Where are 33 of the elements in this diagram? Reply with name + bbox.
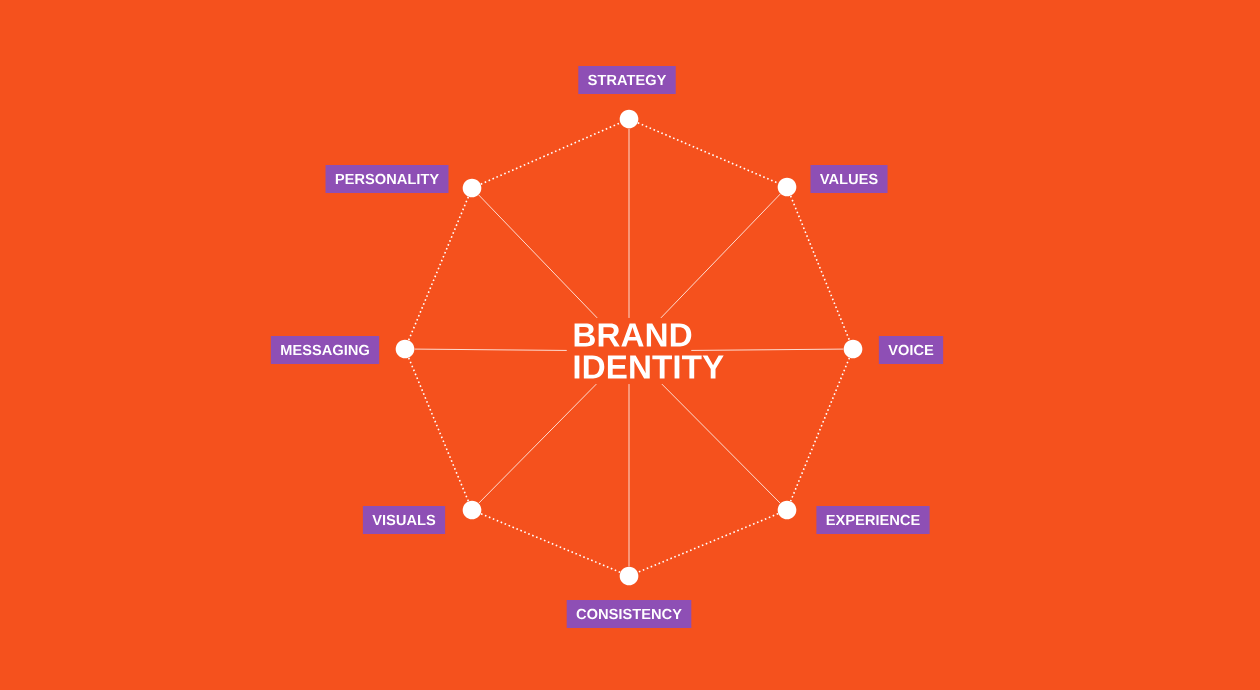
connector — [789, 195, 851, 341]
connector — [414, 348, 568, 351]
dot — [843, 339, 863, 359]
connector — [637, 512, 779, 574]
tag: VOICE — [878, 336, 944, 364]
connector — [407, 196, 470, 341]
tag: VALUES — [810, 165, 888, 193]
dot — [777, 500, 797, 520]
dot — [619, 109, 639, 129]
dot — [395, 339, 415, 359]
tag: PERSONALITY — [325, 165, 449, 193]
tag: EXPERIENCE — [816, 506, 930, 534]
connector — [480, 122, 621, 185]
connector — [637, 122, 779, 184]
tag: CONSISTENCY — [566, 600, 692, 628]
tag: MESSAGING — [270, 336, 380, 364]
center-label: BRAND IDENTITY — [574, 323, 724, 379]
connector — [628, 383, 630, 567]
connector — [690, 348, 844, 351]
tag: VISUALS — [362, 506, 446, 534]
connector — [661, 383, 781, 504]
connector — [660, 193, 781, 319]
connector — [628, 128, 630, 319]
tag: STRATEGY — [578, 66, 676, 94]
connector — [478, 383, 597, 504]
connector — [480, 512, 621, 574]
dot — [462, 500, 482, 520]
dot — [619, 566, 639, 586]
connector — [789, 357, 851, 502]
dot — [462, 178, 482, 198]
dot — [777, 177, 797, 197]
connector — [478, 194, 598, 319]
connector — [407, 357, 470, 502]
